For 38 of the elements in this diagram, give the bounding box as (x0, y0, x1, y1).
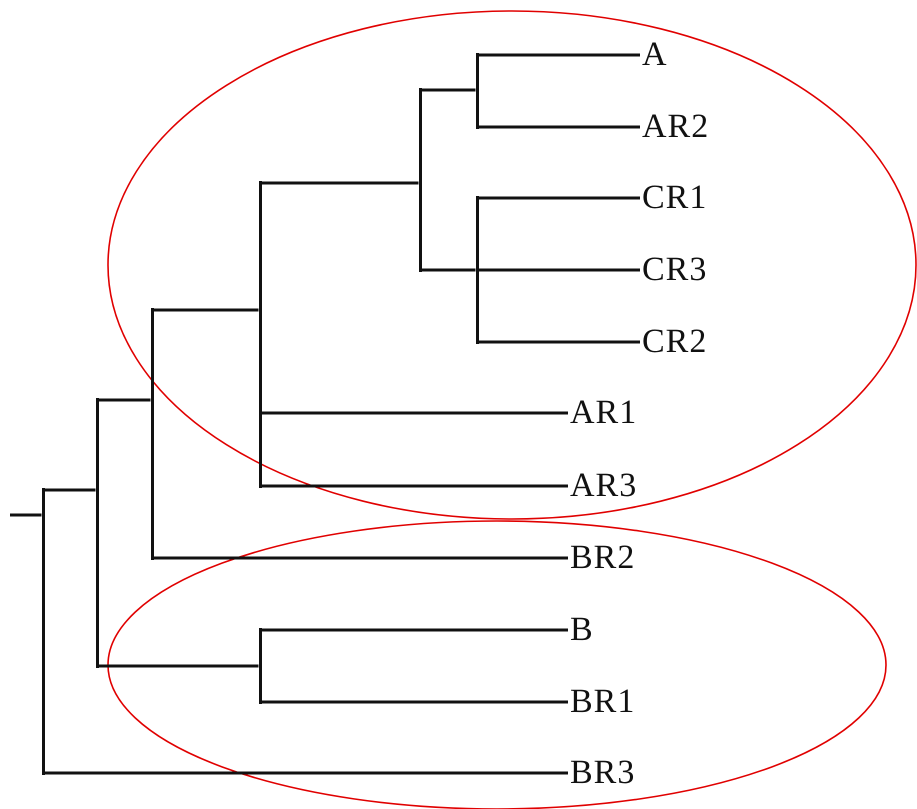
tree-branch (476, 196, 478, 344)
branch-line (477, 126, 640, 128)
branch-line (97, 664, 258, 668)
taxon-label: A (642, 37, 668, 73)
taxon-label: CR3 (642, 252, 708, 288)
branch-line (152, 556, 568, 560)
taxon-label: AR2 (642, 109, 710, 145)
branch-line (152, 308, 258, 312)
tree-branch (150, 308, 154, 560)
tree-branch (258, 181, 262, 488)
branch-line (420, 88, 476, 92)
branch-line (260, 182, 418, 184)
tree-branch (258, 628, 262, 704)
branch-line (260, 412, 568, 414)
branch-line (43, 772, 568, 774)
taxon-label: BR1 (570, 684, 636, 720)
branch-line (260, 628, 568, 632)
branch-line (260, 700, 568, 704)
taxon-label: B (570, 612, 594, 648)
taxon-label: AR1 (570, 395, 638, 431)
taxon-label: CR1 (642, 180, 708, 216)
tree-branch (42, 488, 44, 775)
taxon-label: CR2 (642, 324, 708, 360)
branch-line (260, 484, 568, 488)
branch-line (10, 514, 42, 516)
branch-line (43, 488, 96, 492)
branch-line (477, 340, 640, 344)
branch-line (477, 54, 640, 56)
branch-line (477, 196, 640, 200)
branch-line (477, 268, 640, 272)
tree-branch (96, 398, 98, 668)
branch-line (97, 398, 150, 402)
taxon-label: AR3 (570, 468, 638, 504)
taxon-label: BR3 (570, 755, 636, 791)
tree-branch (476, 53, 478, 129)
tree-branch (418, 88, 422, 272)
taxon-label: BR2 (570, 540, 636, 576)
branch-line (420, 268, 476, 272)
